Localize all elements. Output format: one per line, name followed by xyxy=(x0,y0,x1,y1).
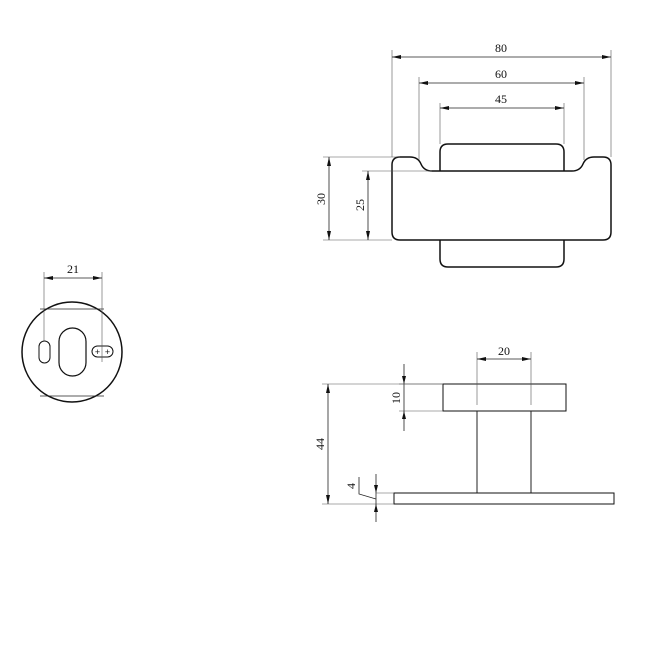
dim-body-height: 25 xyxy=(353,199,367,211)
svg-text:+: + xyxy=(105,347,110,357)
dim-base-thickness: 4 xyxy=(344,483,358,489)
body-outline xyxy=(391,156,612,241)
dim-stem-width: 20 xyxy=(498,344,510,358)
rosette-view: + + 21 xyxy=(21,262,123,403)
dim-overall-width: 80 xyxy=(495,41,507,55)
svg-text:+: + xyxy=(95,347,100,357)
handle-top-outline xyxy=(439,143,565,171)
screw-slot xyxy=(91,345,114,358)
dim-handle-thickness: 10 xyxy=(389,392,403,404)
handle-bottom-outline xyxy=(439,240,565,268)
dim-total-height: 44 xyxy=(313,438,327,450)
rosette-circle xyxy=(21,301,123,403)
dim-inner-width: 60 xyxy=(495,67,507,81)
handle-bar xyxy=(442,383,567,412)
side-view: 20 10 44 4 xyxy=(313,344,615,522)
base-plate xyxy=(393,492,615,505)
front-view: 80 60 45 30 25 xyxy=(314,41,612,268)
dim-handle-width: 45 xyxy=(495,92,507,106)
center-oval xyxy=(58,327,87,377)
left-slot xyxy=(38,340,51,364)
dim-hole-spacing: 21 xyxy=(67,262,79,276)
dim-overall-height: 30 xyxy=(314,193,328,205)
